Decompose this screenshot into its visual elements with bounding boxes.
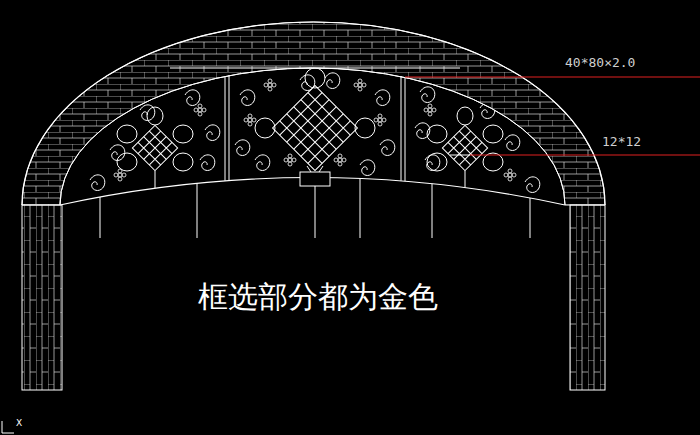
hanging-bars [100,179,530,239]
ironwork [90,68,540,192]
note-text: 框选部分都为金色 [198,277,438,318]
brick-arch [22,22,605,205]
arch-outline [22,22,605,205]
dimension-label: 12*12 [602,134,641,149]
axis-label: X [16,418,22,428]
center-plate [300,172,330,186]
panel-dividers [225,75,405,181]
ucs-icon [2,421,14,433]
panel-upper-edge [60,68,565,205]
left-pillar [22,205,62,390]
dimension-label: 40*80×2.0 [565,55,635,70]
right-pillar [570,205,605,390]
leader-lines [405,77,700,155]
